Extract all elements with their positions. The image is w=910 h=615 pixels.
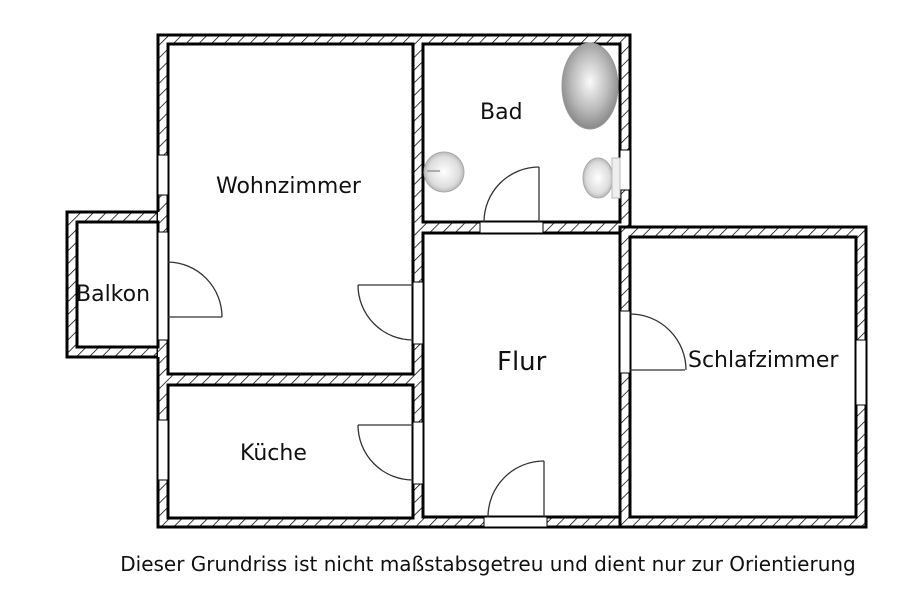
entry-door-opening <box>483 516 548 528</box>
label-schlafzimmer: Schlafzimmer <box>688 348 839 373</box>
door-wohnzimmer[interactable] <box>357 284 414 341</box>
door-bad[interactable] <box>483 166 540 223</box>
label-balkon: Balkon <box>76 282 151 307</box>
room-schlafzimmer <box>628 235 858 519</box>
disclaimer-caption: Dieser Grundriss ist nicht maßstabsgetre… <box>120 552 856 576</box>
label-flur: Flur <box>497 347 547 377</box>
room-wohnzimmer <box>166 42 415 376</box>
window <box>157 419 169 481</box>
bathtub-icon <box>561 42 619 130</box>
window <box>157 154 169 196</box>
door-entry[interactable] <box>487 460 545 518</box>
wohnzimmer-door-opening <box>412 281 424 345</box>
window <box>855 339 867 406</box>
label-bad: Bad <box>480 100 523 125</box>
label-kueche: Küche <box>240 441 307 466</box>
room-kueche <box>166 383 415 520</box>
schlafzimmer-door-opening <box>619 310 631 374</box>
door-balkon[interactable] <box>167 261 223 318</box>
room-balkon <box>75 220 160 349</box>
door-kueche[interactable] <box>357 424 414 481</box>
label-wohnzimmer: Wohnzimmer <box>216 174 361 199</box>
toilet-icon <box>582 157 614 199</box>
door-schlafzimmer[interactable] <box>629 313 687 371</box>
window <box>619 149 631 191</box>
bad-door-opening <box>479 221 544 234</box>
sink-icon <box>423 151 465 193</box>
kueche-door-opening <box>412 421 424 485</box>
balkon-door-opening <box>157 231 169 341</box>
